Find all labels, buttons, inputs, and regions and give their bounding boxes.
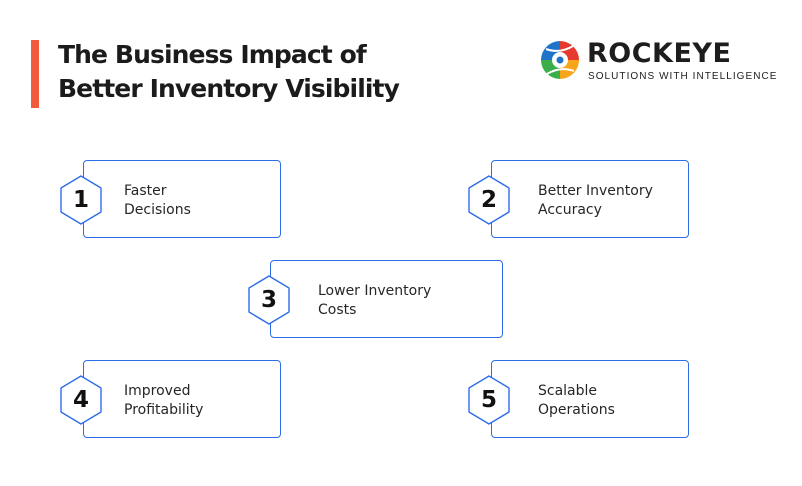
impact-label-4-line-1: Improved: [124, 383, 191, 399]
impact-label-2: Better Inventory Accuracy: [538, 182, 653, 220]
impact-number-badge-4: 4: [58, 374, 104, 426]
impact-card-4: Improved Profitability: [83, 360, 281, 438]
hexagon-icon: [468, 175, 510, 225]
impact-number-badge-2: 2: [466, 174, 512, 226]
page-title: The Business Impact of Better Inventory …: [58, 38, 400, 106]
impact-label-5-line-1: Scalable: [538, 383, 598, 399]
page-title-line-1: The Business Impact of: [58, 40, 367, 69]
impact-number-3: 3: [260, 287, 277, 313]
rockeye-logo: ROCKEYE SOLUTIONS WITH INTELLIGENCE: [540, 38, 776, 86]
swirl-eye-icon: [541, 41, 579, 79]
impact-card-1: Faster Decisions: [83, 160, 281, 238]
title-accent-bar: [31, 40, 39, 108]
logo-name: ROCKEYE: [587, 38, 732, 69]
impact-card-3: Lower Inventory Costs: [270, 260, 503, 338]
impact-label-5: Scalable Operations: [538, 382, 615, 420]
impact-card-5: Scalable Operations: [491, 360, 689, 438]
impact-label-4-line-2: Profitability: [124, 402, 204, 418]
hexagon-icon: [248, 275, 290, 325]
hexagon-icon: [60, 175, 102, 225]
impact-label-2-line-2: Accuracy: [538, 202, 602, 218]
impact-label-3-line-2: Costs: [318, 302, 357, 318]
impact-number-2: 2: [480, 187, 497, 213]
logo-tagline: SOLUTIONS WITH INTELLIGENCE: [588, 71, 778, 82]
impact-label-1-line-1: Faster: [124, 183, 167, 199]
impact-number-4: 4: [72, 387, 89, 413]
impact-number-badge-1: 1: [58, 174, 104, 226]
impact-label-3-line-1: Lower Inventory: [318, 283, 432, 299]
impact-label-1-line-2: Decisions: [124, 202, 191, 218]
impact-label-4: Improved Profitability: [124, 382, 203, 420]
impact-label-1: Faster Decisions: [124, 182, 191, 220]
impact-label-2-line-1: Better Inventory: [538, 183, 653, 199]
hexagon-icon: [468, 375, 510, 425]
impact-label-3: Lower Inventory Costs: [318, 282, 431, 320]
impact-number-1: 1: [72, 187, 89, 213]
impact-number-badge-3: 3: [246, 274, 292, 326]
impact-number-5: 5: [480, 387, 497, 413]
impact-number-badge-5: 5: [466, 374, 512, 426]
page-title-line-2: Better Inventory Visibility: [58, 74, 400, 103]
impact-label-5-line-2: Operations: [538, 402, 615, 418]
hexagon-icon: [60, 375, 102, 425]
impact-card-2: Better Inventory Accuracy: [491, 160, 689, 238]
